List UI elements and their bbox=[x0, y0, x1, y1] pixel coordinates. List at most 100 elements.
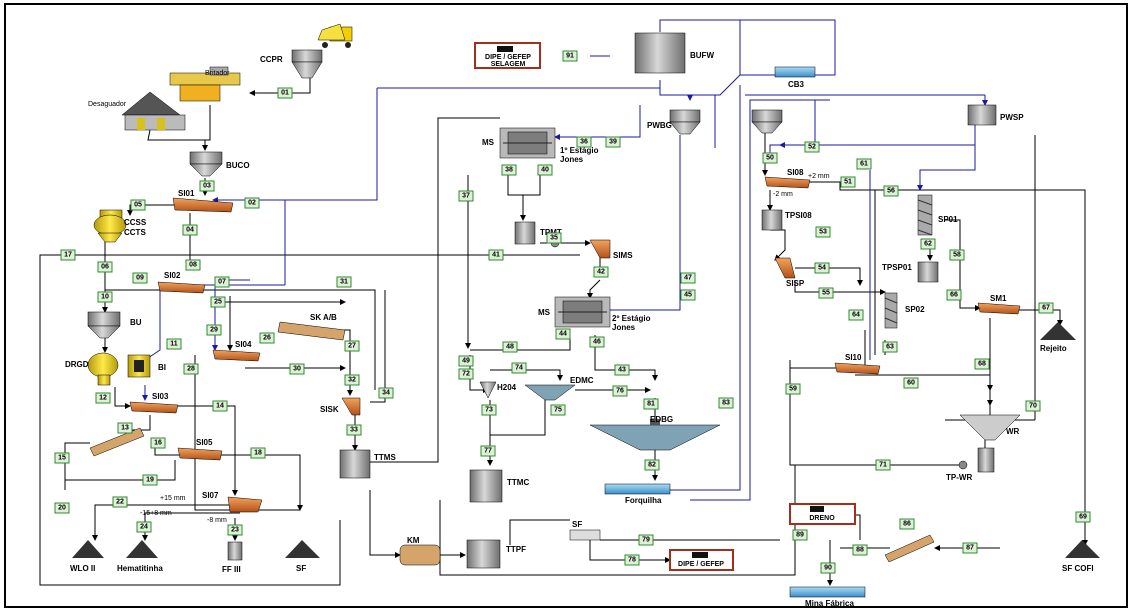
stream-number: 58 bbox=[953, 252, 961, 259]
stream-number: 40 bbox=[541, 167, 549, 174]
stream-number: 76 bbox=[616, 388, 624, 395]
stream-badge-02: 02 bbox=[244, 197, 260, 209]
drgd-crusher bbox=[87, 352, 119, 386]
si08-label: SI08 bbox=[787, 168, 804, 177]
tp-wr-label: TP-WR bbox=[946, 473, 972, 482]
sisk-label: SISK bbox=[320, 405, 339, 414]
sims-label: SIMS bbox=[613, 251, 633, 260]
stream-number: 46 bbox=[593, 339, 601, 346]
stream-badge-40: 40 bbox=[537, 164, 553, 176]
ccss-crusher bbox=[93, 209, 127, 243]
screen-si10 bbox=[834, 362, 881, 375]
bu-bin bbox=[87, 311, 121, 339]
stream-number: 63 bbox=[886, 344, 894, 351]
dipe-top-line2: SELAGEM bbox=[491, 61, 526, 68]
stream-badge-45: 45 bbox=[680, 289, 696, 301]
stream-badge-28: 28 bbox=[183, 363, 199, 375]
wr-label: WR bbox=[1006, 427, 1020, 436]
ms1-stage2: Jones bbox=[560, 155, 584, 164]
stream-badge-81: 81 bbox=[643, 398, 659, 410]
sk-ab-classifier bbox=[277, 321, 346, 341]
cb3-basin bbox=[774, 66, 816, 78]
stream-number: 64 bbox=[852, 312, 860, 319]
stream-number: 26 bbox=[263, 335, 271, 342]
stream-badge-51: 51 bbox=[840, 176, 856, 188]
stream-badge-70: 70 bbox=[1025, 400, 1041, 412]
stream-number: 79 bbox=[642, 537, 650, 544]
tpmt-tank bbox=[514, 221, 536, 245]
dreno-label: DRENO bbox=[809, 515, 835, 522]
stream-badge-27: 27 bbox=[344, 340, 360, 352]
ms1-stage: 1º Estágio bbox=[560, 146, 599, 155]
ttms-label: TTMS bbox=[374, 453, 396, 462]
stream-badge-47: 47 bbox=[680, 272, 696, 284]
stream-badge-30: 30 bbox=[289, 363, 305, 375]
stream-number: 54 bbox=[818, 265, 826, 272]
sisp-label: SISP bbox=[786, 279, 805, 288]
si01-label: SI01 bbox=[178, 189, 195, 198]
stream-number: 11 bbox=[170, 341, 178, 348]
stream-badge-22: 22 bbox=[112, 496, 128, 508]
ms1-label: MS bbox=[482, 138, 495, 147]
stream-number: 30 bbox=[293, 366, 301, 373]
stream-number: 61 bbox=[860, 161, 868, 168]
buco-label: BUCO bbox=[226, 161, 250, 170]
si04-label: SI04 bbox=[235, 340, 252, 349]
stream-number: 15 bbox=[58, 455, 66, 462]
pile-rejeito bbox=[1040, 322, 1076, 340]
stream-badge-10: 10 bbox=[97, 291, 113, 303]
stream-number: 20 bbox=[58, 505, 66, 512]
sf-filter bbox=[569, 529, 601, 541]
stream-badge-16: 16 bbox=[150, 437, 166, 449]
stream-badge-15: 15 bbox=[54, 452, 70, 464]
stream-badge-79: 79 bbox=[638, 534, 654, 546]
stream-badge-58: 58 bbox=[949, 249, 965, 261]
bin-right-top bbox=[751, 109, 783, 134]
stream-number: 16 bbox=[154, 440, 162, 447]
wlo-label: WLO II bbox=[70, 564, 95, 573]
stream-number: 48 bbox=[506, 344, 514, 351]
stream-badge-78: 78 bbox=[624, 554, 640, 566]
stream-number: 27 bbox=[348, 343, 356, 350]
dipe-bottom-label: DIPE / GEFEP bbox=[678, 561, 724, 568]
screen-si08 bbox=[764, 176, 811, 189]
stream-badge-04: 04 bbox=[182, 224, 198, 236]
bufw-tank bbox=[634, 32, 686, 74]
stream-number: 70 bbox=[1029, 403, 1037, 410]
sims-sieve bbox=[589, 239, 611, 259]
ms2-stage2: Jones bbox=[612, 323, 636, 332]
pwsp-tank bbox=[967, 104, 997, 126]
stream-number: 82 bbox=[648, 462, 656, 469]
britador-equipment bbox=[169, 66, 241, 102]
stream-number: 62 bbox=[924, 241, 932, 248]
stream-badge-42: 42 bbox=[593, 266, 609, 278]
stream-number: 59 bbox=[789, 386, 797, 393]
stream-badge-60: 60 bbox=[903, 377, 919, 389]
stream-badge-03: 03 bbox=[199, 180, 215, 192]
stream-number: 73 bbox=[485, 407, 493, 414]
stream-badge-23: 23 bbox=[227, 524, 243, 536]
stream-number: 07 bbox=[218, 279, 226, 286]
stream-number: 51 bbox=[844, 179, 852, 186]
stream-badge-73: 73 bbox=[481, 404, 497, 416]
truck-icon bbox=[317, 23, 353, 48]
stream-number: 78 bbox=[628, 557, 636, 564]
stream-number: 72 bbox=[462, 371, 470, 378]
stream-number: 24 bbox=[140, 524, 148, 531]
ff3-tank bbox=[227, 541, 243, 561]
screen-si02 bbox=[157, 281, 206, 294]
stream-badge-25: 25 bbox=[210, 296, 226, 308]
wr-cyclone bbox=[959, 414, 1021, 441]
edbg-label: EDBG bbox=[650, 415, 673, 424]
stream-number: 71 bbox=[879, 462, 887, 469]
forquilha-label: Forquilha bbox=[625, 496, 662, 505]
tpsp01-tank bbox=[917, 261, 939, 283]
stream-badge-50: 50 bbox=[762, 152, 778, 164]
stream-badge-86: 86 bbox=[899, 518, 915, 530]
stream-badge-37: 37 bbox=[458, 190, 474, 202]
stream-number: 34 bbox=[382, 390, 390, 397]
classifier-13 bbox=[89, 427, 145, 457]
pile-sf-cofi bbox=[1065, 540, 1100, 558]
stream-badge-87: 87 bbox=[962, 542, 978, 554]
stream-badge-24: 24 bbox=[136, 521, 152, 533]
